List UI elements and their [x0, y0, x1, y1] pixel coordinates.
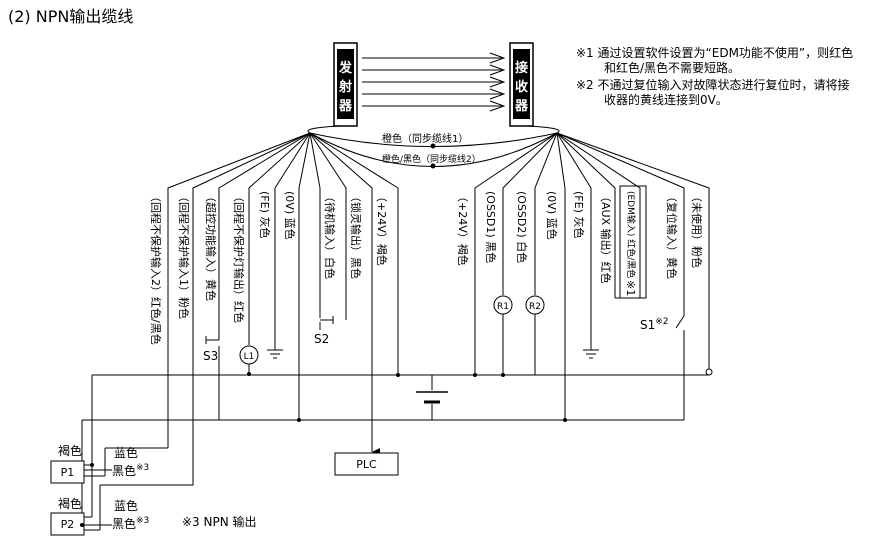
resistor-r2-label: R2 — [529, 302, 541, 312]
note-2-line-1: ※2 不通过复位输入对故障状态进行复位时，请将接 — [576, 78, 882, 93]
receiver-wire-label-3: (OSSD2) 白色 — [515, 191, 529, 263]
receiver-char-2: 收 — [515, 79, 529, 95]
sync-wire-1-label: 橙色（同步缆线1） — [382, 132, 468, 145]
emitter-char-3: 器 — [338, 99, 353, 114]
ground-symbol-receiver — [583, 349, 599, 359]
p1-brown-label: 褐色 — [58, 443, 82, 458]
sync-wire-2-label: 橙色/黑色（同步缆线2） — [382, 153, 481, 165]
note-2-line-2: 收器的黄线连接到0V。 — [576, 93, 882, 108]
receiver-fanout — [474, 132, 710, 420]
receiver-wire-label-6: （AUX 输出）红色 — [599, 191, 613, 284]
sync-wires — [309, 132, 558, 169]
receiver-wire-label-2: (OSSD1) 黑色 — [484, 191, 498, 263]
receiver-unit: 接 收 器 — [509, 42, 534, 127]
receiver-char-3: 器 — [514, 99, 529, 114]
edm-mark-1: ※1 — [624, 280, 637, 296]
device-p2: P2 — [50, 470, 112, 536]
p2-black-label: 黑色※3 — [112, 516, 149, 531]
p1-black-mark: ※3 — [136, 463, 149, 473]
note-2: ※2 不通过复位输入对故障状态进行复位时，请将接 收器的黄线连接到0V。 — [576, 78, 882, 108]
receiver-wire-label-7: (EDM输入) 红色/黑色 — [625, 191, 637, 278]
switch-s2 — [319, 310, 334, 330]
emitter-fanout — [100, 132, 399, 486]
emitter-wire-label-4: （回程不保护灯输出）红色 — [232, 191, 246, 323]
emitter-char-2: 射 — [338, 79, 352, 95]
note-1: ※1 通过设置软件设置为“EDM功能不使用”，则红色 和红色/黑色不需要短路。 — [576, 46, 882, 76]
power-supply — [416, 375, 448, 420]
receiver-wire-label-1: （+24V）褐色 — [456, 191, 470, 266]
emitter-wire-label-3: （超控功能输入）黄色 — [204, 191, 218, 301]
plc-unit: PLC — [334, 440, 399, 476]
device-p1-label: P1 — [61, 466, 75, 479]
power-bus — [81, 374, 709, 525]
switch-s1-name: S1 — [640, 318, 655, 332]
receiver-char-1: 接 — [515, 60, 528, 76]
emitter-wire-label-2: （回程不保护输入1）粉色 — [177, 191, 191, 319]
switch-s1 — [675, 310, 685, 420]
emitter-wire-label-9: （+24V）褐色 — [375, 191, 389, 266]
device-p2-label: P2 — [61, 518, 75, 531]
resistor-r2: R2 — [525, 295, 545, 375]
diagram-title: (2) NPN输出缆线 — [8, 7, 133, 26]
receiver-wire-label-8: （复位输入）黄色 — [665, 191, 679, 279]
p1-blue-label: 蓝色 — [114, 446, 138, 460]
receiver-wire-label-9: （未使用）粉色 — [690, 191, 704, 268]
emitter-wire-label-1: （回程不保护输入2）红色/黑色 — [149, 191, 163, 345]
emitter-wire-label-7: （待机输入）白色 — [323, 191, 337, 279]
footnote-npn: ※3 NPN 输出 — [182, 514, 257, 529]
note-2-text-2: 收器的黄线连接到0V。 — [604, 93, 728, 107]
p2-brown-label: 褐色 — [58, 496, 82, 511]
resistor-r1: R1 — [493, 295, 513, 375]
note-1-text-1: 通过设置软件设置为“EDM功能不使用”，则红色 — [597, 46, 854, 60]
emitter-unit: 发 射 器 — [333, 42, 358, 127]
switch-s1-mark: ※2 — [655, 317, 668, 327]
note-1-line-1: ※1 通过设置软件设置为“EDM功能不使用”，则红色 — [576, 46, 882, 61]
lamp-l1: L1 — [239, 345, 259, 376]
bus-junctions — [297, 373, 567, 422]
emitter-char-1: 发 — [338, 60, 353, 76]
p1-black-text: 黑色 — [112, 464, 136, 478]
emitter-wire-label-5: (FE) 灰色 — [258, 191, 272, 238]
plc-label: PLC — [356, 458, 377, 471]
p2-black-mark: ※3 — [136, 516, 149, 526]
resistor-r1-label: R1 — [497, 302, 509, 312]
note-2-mark: ※2 — [576, 78, 594, 92]
device-p1: P1 — [50, 447, 168, 484]
receiver-wire-label-4: (0V) 蓝色 — [545, 191, 559, 240]
cable-stubs — [307, 125, 560, 134]
lamp-l1-label: L1 — [244, 352, 255, 362]
ground-symbol-emitter — [267, 349, 283, 359]
note-1-line-2: 和红色/黑色不需要短路。 — [576, 61, 882, 76]
p2-black-text: 黑色 — [112, 517, 136, 531]
emitter-wire-label-6: (0V) 蓝色 — [283, 191, 297, 240]
note-1-mark: ※1 — [576, 46, 594, 60]
receiver-wire-label-5: (FE) 灰色 — [572, 191, 586, 238]
note-1-text-2: 和红色/黑色不需要短路。 — [604, 61, 741, 75]
light-beams — [362, 58, 504, 106]
edm-short-box — [619, 185, 647, 299]
switch-s3-label: S3 — [203, 349, 218, 363]
switch-s3 — [205, 333, 220, 420]
p1-black-label: 黑色※3 — [112, 463, 149, 478]
switch-s1-label: S1※2 — [640, 317, 669, 332]
unused-terminal — [705, 368, 713, 376]
note-2-text-1: 不通过复位输入对故障状态进行复位时，请将接 — [597, 78, 850, 92]
emitter-wire-label-8: （锁灵输出）黑色 — [349, 191, 363, 279]
switch-s2-label: S2 — [314, 332, 329, 346]
p2-blue-label: 蓝色 — [114, 499, 138, 513]
